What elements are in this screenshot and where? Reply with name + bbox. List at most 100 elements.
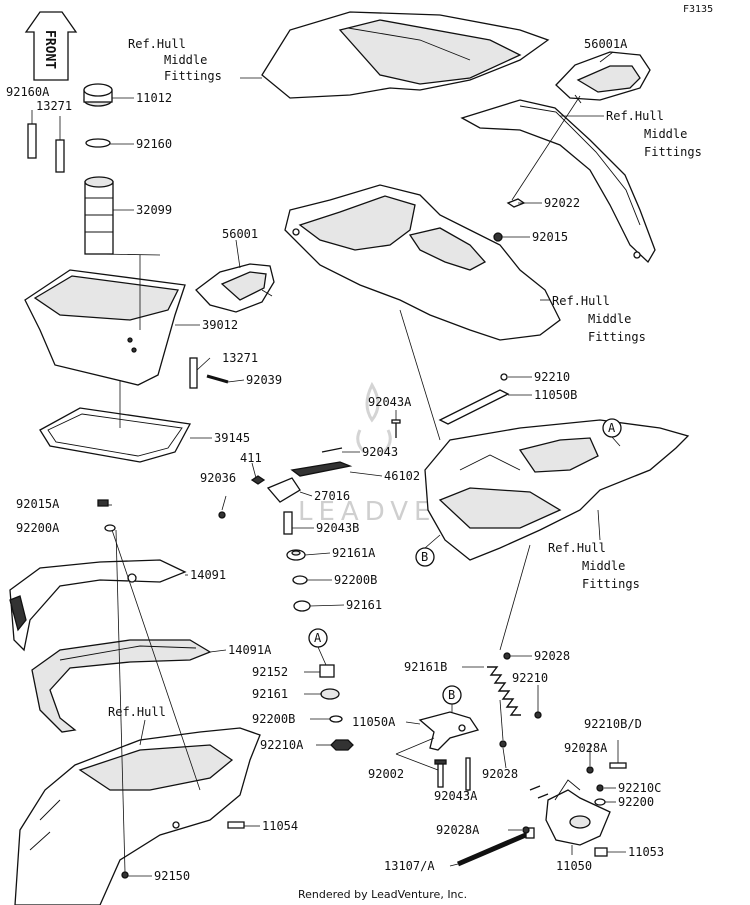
part-label: 92160A xyxy=(6,85,50,99)
lower-hull-part xyxy=(14,727,261,905)
part-label: 13107/A xyxy=(384,859,435,873)
part-number-labels: 56001A 92160A 13271 11012 92160 32099 56… xyxy=(6,37,664,883)
svg-text:A: A xyxy=(608,421,616,435)
bracket-13271-b-part xyxy=(189,357,198,389)
part-label: 92028 xyxy=(482,767,518,781)
part-label: 27016 xyxy=(314,489,350,503)
part-label: 92200B xyxy=(334,573,377,587)
svg-text:A: A xyxy=(314,631,322,645)
nut-92210A-part xyxy=(330,739,354,751)
washer-92200B-b-part xyxy=(329,715,343,723)
spacer-92152-part xyxy=(319,664,335,678)
svg-text:Middle: Middle xyxy=(582,559,625,573)
tube-32099-part xyxy=(84,176,114,255)
part-label: 92039 xyxy=(246,373,282,387)
part-label: 11012 xyxy=(136,91,172,105)
ref-hull-label-2: Ref.Hull Middle Fittings xyxy=(606,109,702,159)
seat-cover-part xyxy=(261,11,550,99)
nut-92210C-part xyxy=(596,784,604,792)
svg-text:B: B xyxy=(448,688,455,702)
svg-text:Middle: Middle xyxy=(644,127,687,141)
part-label: 92210C xyxy=(618,781,661,795)
tow-hook-11050-part xyxy=(545,779,611,846)
footer-credit: Rendered by LeadVenture, Inc. xyxy=(298,888,467,901)
part-label: 92210 xyxy=(534,370,570,384)
nut-92028A-part xyxy=(586,766,594,774)
cable-46102-part xyxy=(290,461,353,477)
svg-text:Fittings: Fittings xyxy=(588,330,646,344)
svg-text:Ref.Hull: Ref.Hull xyxy=(128,37,186,51)
clip-92028-part xyxy=(499,740,507,748)
part-label: 92200B xyxy=(252,712,295,726)
washer-92161A-part xyxy=(286,549,306,561)
grab-handle-14091A-part xyxy=(31,639,212,733)
cover-56001A-part xyxy=(555,51,651,104)
part-label: 13271 xyxy=(222,351,258,365)
part-label: 11053 xyxy=(628,845,664,859)
part-label: 92028 xyxy=(534,649,570,663)
bolt-92043B-part xyxy=(283,511,293,535)
part-label: 32099 xyxy=(136,203,172,217)
ref-hull-label-5: Ref.Hull xyxy=(108,705,166,719)
right-side-panel-part xyxy=(460,99,656,264)
washer-92161-b-part xyxy=(320,688,340,700)
callout-b-bracket: B xyxy=(442,685,462,705)
bolt-92043-part xyxy=(321,447,343,453)
clip-92028-b-part xyxy=(503,652,511,660)
washer-92161-part xyxy=(293,600,311,612)
callout-a-stack: A xyxy=(308,628,328,648)
washer-92200-part xyxy=(594,798,606,806)
bracket-11050B-part xyxy=(438,373,510,425)
seal-39145-part xyxy=(39,407,192,463)
part-label: 92015 xyxy=(532,230,568,244)
part-label: 39012 xyxy=(202,318,238,332)
clip-92210-part xyxy=(534,711,542,719)
leader-lines xyxy=(31,51,626,877)
front-arrow-icon: FRONT xyxy=(24,11,78,81)
nut-92015A-part xyxy=(97,499,109,507)
part-label: 92161 xyxy=(346,598,382,612)
gasket-92160-part xyxy=(85,138,111,148)
clip-11053-part xyxy=(594,847,608,857)
svg-text:Middle: Middle xyxy=(588,312,631,326)
bracket-92160A-part xyxy=(27,123,37,159)
clip-92036-part xyxy=(218,511,226,519)
part-label: 56001A xyxy=(584,37,628,51)
svg-text:Ref.Hull: Ref.Hull xyxy=(548,541,606,555)
svg-text:Ref.Hull: Ref.Hull xyxy=(552,294,610,308)
part-label: 13271 xyxy=(36,99,72,113)
part-label: 92210A xyxy=(260,738,304,752)
callout-a-top: A xyxy=(602,418,622,438)
middle-deck-part xyxy=(284,184,561,341)
svg-text:Ref.Hull: Ref.Hull xyxy=(108,705,166,719)
svg-text:Fittings: Fittings xyxy=(164,69,222,83)
part-label: 92002 xyxy=(368,767,404,781)
grab-handle-14091-part xyxy=(9,559,187,652)
clips-pair-part xyxy=(529,785,549,799)
plate-11054-part xyxy=(227,821,245,829)
part-label: 92150 xyxy=(154,869,190,883)
nut-92028A-b-part xyxy=(522,826,530,834)
part-label: 39145 xyxy=(214,431,250,445)
spring-92161B-part xyxy=(487,666,521,716)
washer-92200B-part xyxy=(292,575,308,585)
washer-92200A-part xyxy=(104,524,116,532)
screw-92039-part xyxy=(206,374,229,384)
svg-text:Middle: Middle xyxy=(164,53,207,67)
part-label: 92028A xyxy=(564,741,608,755)
part-label: 92161A xyxy=(332,546,376,560)
svg-text:B: B xyxy=(421,550,428,564)
bracket-11050A-part xyxy=(418,711,480,751)
part-label: 92043 xyxy=(362,445,398,459)
screw-92150-part xyxy=(121,871,129,879)
part-label: 14091 xyxy=(190,568,226,582)
part-label: 92043B xyxy=(316,521,359,535)
part-label: 11050 xyxy=(556,859,592,873)
cover-56001-part xyxy=(195,263,275,313)
part-label: 92152 xyxy=(252,665,288,679)
front-label: FRONT xyxy=(42,30,57,69)
part-label: 92210 xyxy=(512,671,548,685)
ref-hull-label-4: Ref.Hull Middle Fittings xyxy=(548,541,640,591)
